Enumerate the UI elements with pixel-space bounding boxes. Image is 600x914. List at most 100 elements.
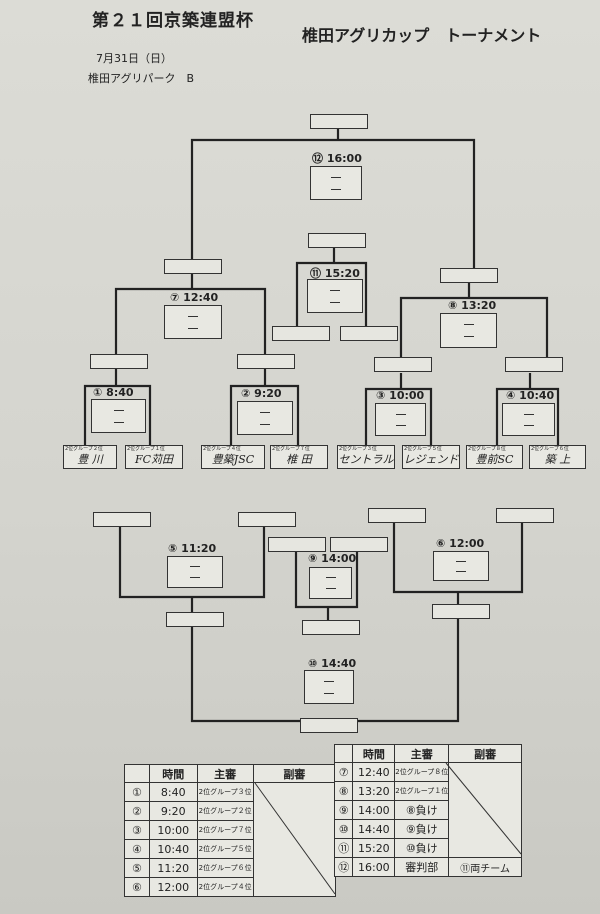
score-dash: [330, 290, 340, 291]
score-box-4: [502, 403, 555, 436]
bracket-line-m4: [495, 387, 560, 445]
final-winner-box: [310, 114, 368, 129]
m1-loser-box: [93, 512, 151, 527]
score-dash: [188, 316, 198, 317]
score-dash: [324, 681, 334, 682]
assistant-note: ⑪両チーム: [448, 857, 522, 877]
match-label-2: ② 9:20: [241, 387, 282, 400]
score-box-3: [375, 403, 426, 436]
m11-winner-box: [308, 233, 366, 248]
m11-team-b-box: [340, 326, 398, 341]
match-label-9: ⑨ 14:00: [308, 552, 357, 565]
score-box-2: [237, 401, 293, 435]
team-slot-7: 2位グループ８位豊前SC: [466, 445, 523, 469]
score-dash: [523, 425, 534, 426]
score-dash: [395, 414, 406, 415]
team-slot-4: 2位グループ７位椎 田: [270, 445, 328, 469]
table-header-row: 時間主審副審: [333, 744, 522, 763]
score-dash: [260, 412, 270, 413]
score-dash: [324, 693, 334, 694]
score-dash: [456, 561, 466, 562]
score-dash: [325, 577, 336, 578]
m9-winner-box: [302, 620, 360, 635]
bracket-line-final: [190, 138, 476, 268]
m6-winner-box: [432, 604, 490, 619]
match-label-4: ④ 10:40: [506, 389, 555, 402]
score-dash: [190, 566, 200, 567]
score-dash: [463, 336, 474, 337]
m5-winner-box: [166, 612, 224, 627]
m4-winner-box: [505, 357, 563, 372]
m7-winner-box: [164, 259, 222, 274]
m3-winner-box: [374, 357, 432, 372]
m9-team-b-box: [330, 537, 388, 552]
m11-team-a-box: [272, 326, 330, 341]
score-dash: [190, 577, 200, 578]
match-label-1: ① 8:40: [93, 386, 134, 399]
score-box-5: [167, 556, 223, 588]
assistant-referee-cell: [252, 782, 337, 897]
score-dash: [260, 424, 270, 425]
score-box-1: [91, 399, 146, 433]
score-dash: [325, 588, 336, 589]
score-dash: [523, 414, 534, 415]
match-label-12: ⑫ 16:00: [312, 152, 362, 165]
score-dash: [331, 189, 341, 190]
score-dash: [330, 302, 340, 303]
assistant-referee-cell: [448, 762, 522, 858]
bracket-line-m8: [399, 296, 549, 357]
team-slot-6: 2位グループ５位レジェンド: [402, 445, 460, 469]
team-slot-5: 2位グループ３位セントラル: [337, 445, 395, 469]
m1-winner-box: [90, 354, 148, 369]
team-slot-8: 2位グループ６位築 上: [529, 445, 586, 469]
score-box-9: [309, 567, 352, 599]
table-header-row: 時間主審副審: [124, 764, 337, 783]
m4-loser-box: [496, 508, 554, 523]
match-label-10: ⑩ 14:40: [308, 657, 357, 670]
match-label-3: ③ 10:00: [376, 389, 425, 402]
m10-winner-box: [300, 718, 358, 733]
bracket-line-m1: [83, 384, 152, 445]
team-slot-1: 2位グループ２位豊 川: [63, 445, 117, 469]
bracket-line-m11: [295, 261, 368, 326]
score-box-11: [307, 279, 363, 313]
bracket-line-m3: [364, 387, 433, 445]
m3-loser-box: [368, 508, 426, 523]
match-label-5: ⑤ 11:20: [168, 542, 217, 555]
m9-team-a-box: [268, 537, 326, 552]
venue-label: 椎田アグリパーク B: [88, 72, 194, 85]
score-box-12: [310, 166, 362, 200]
score-dash: [456, 571, 466, 572]
score-box-8: [440, 313, 497, 348]
team-slot-3: 2位グループ４位豊築JSC: [201, 445, 265, 469]
score-dash: [463, 324, 474, 325]
score-box-10: [304, 670, 354, 704]
score-dash: [113, 422, 124, 423]
match-label-6: ⑥ 12:00: [436, 537, 485, 550]
score-box-7: [164, 305, 222, 339]
match-label-8: ⑧ 13:20: [448, 299, 497, 312]
tournament-subtitle: 椎田アグリカップ トーナメント: [302, 26, 542, 45]
tournament-title: 第２１回京築連盟杯: [92, 11, 254, 31]
bracket-line-m9: [294, 552, 359, 609]
score-box-6: [433, 551, 489, 581]
score-dash: [113, 410, 124, 411]
match-label-7: ⑦ 12:40: [170, 291, 219, 304]
m8-winner-box: [440, 268, 498, 283]
bracket-line-m7: [114, 287, 267, 354]
match-date: 7月31日（日）: [96, 52, 172, 65]
score-dash: [188, 328, 198, 329]
match-label-11: ⑪ 15:20: [310, 267, 360, 280]
